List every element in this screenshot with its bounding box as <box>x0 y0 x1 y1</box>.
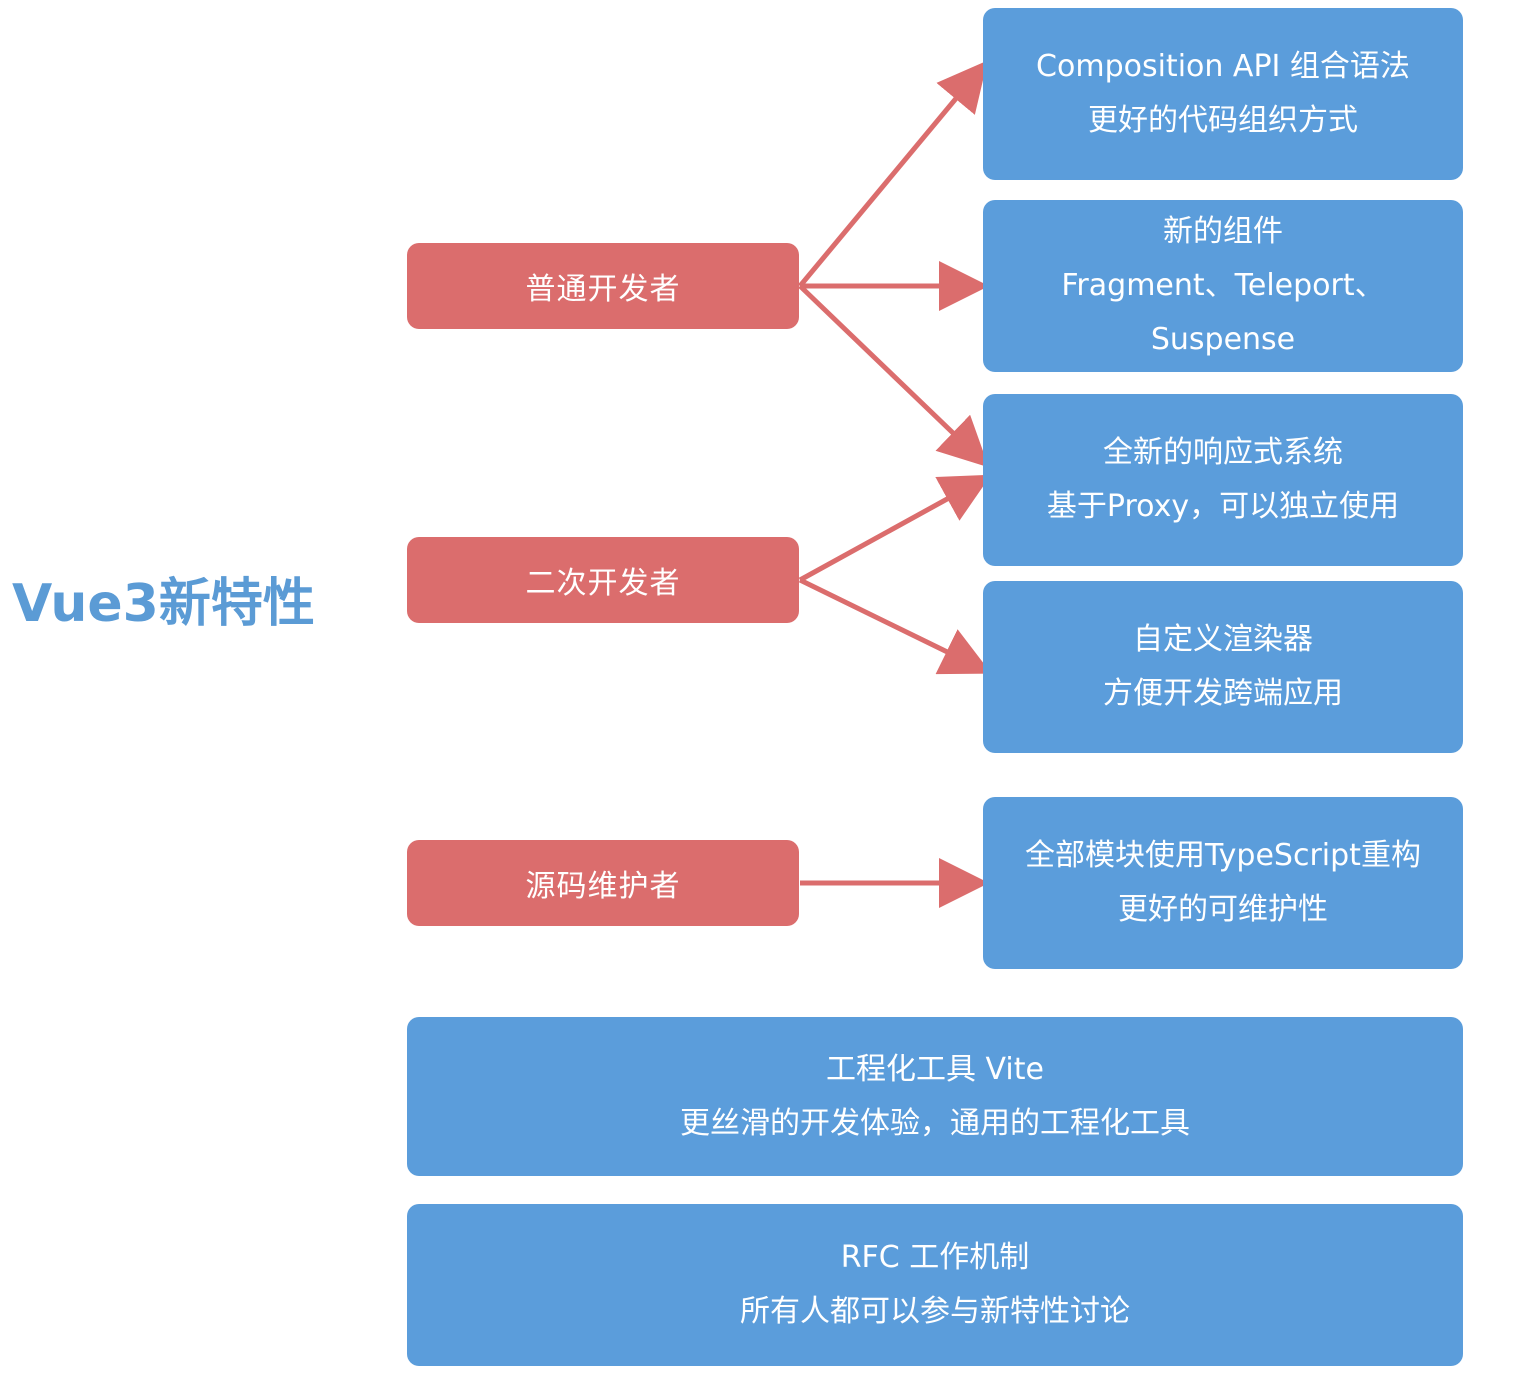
audience-secondary-developer: 二次开发者 <box>407 537 799 623</box>
audience-source-maintainer: 源码维护者 <box>407 840 799 926</box>
feature-title: RFC 工作机制 <box>840 1240 1030 1275</box>
feature-description: 所有人都可以参与新特性讨论 <box>740 1294 1130 1329</box>
audience-regular-developer: 普通开发者 <box>407 243 799 329</box>
arrow-secondary-developer-to-reactivity <box>798 474 992 583</box>
arrow-secondary-developer-to-renderer <box>798 577 992 675</box>
audience-label: 普通开发者 <box>525 272 681 307</box>
arrow-developer-to-composition-api <box>798 60 988 288</box>
diagram-title: Vue3新特性 <box>12 574 315 634</box>
feature-new-components: 新的组件 Fragment、Teleport、 Suspense <box>983 200 1463 372</box>
feature-title: 自定义渲染器 <box>1133 622 1313 657</box>
feature-title: Composition API 组合语法 <box>1036 49 1410 84</box>
feature-description: Fragment、Teleport、 <box>1061 268 1385 303</box>
feature-description: 基于Proxy，可以独立使用 <box>1046 489 1400 524</box>
feature-vite-tooling: 工程化工具 Vite 更丝滑的开发体验，通用的工程化工具 <box>407 1017 1463 1176</box>
feature-composition-api: Composition API 组合语法 更好的代码组织方式 <box>983 8 1463 180</box>
feature-description: 更好的可维护性 <box>1118 892 1328 927</box>
feature-typescript-rewrite: 全部模块使用TypeScript重构 更好的可维护性 <box>983 797 1463 969</box>
feature-description: 方便开发跨端应用 <box>1103 676 1343 711</box>
feature-custom-renderer: 自定义渲染器 方便开发跨端应用 <box>983 581 1463 753</box>
feature-description: 更好的代码组织方式 <box>1088 103 1358 138</box>
feature-title: 新的组件 <box>1163 214 1283 249</box>
audience-label: 二次开发者 <box>525 566 681 601</box>
feature-title: 工程化工具 Vite <box>826 1051 1044 1087</box>
feature-title: 全新的响应式系统 <box>1103 435 1343 470</box>
feature-rfc-process: RFC 工作机制 所有人都可以参与新特性讨论 <box>407 1204 1463 1366</box>
feature-title: 全部模块使用TypeScript重构 <box>1025 838 1421 873</box>
feature-reactivity-system: 全新的响应式系统 基于Proxy，可以独立使用 <box>983 394 1463 566</box>
audience-label: 源码维护者 <box>525 869 681 904</box>
feature-description: 更丝滑的开发体验，通用的工程化工具 <box>680 1105 1190 1141</box>
arrow-developer-to-reactivity <box>798 284 989 468</box>
feature-description: Suspense <box>1150 322 1296 357</box>
